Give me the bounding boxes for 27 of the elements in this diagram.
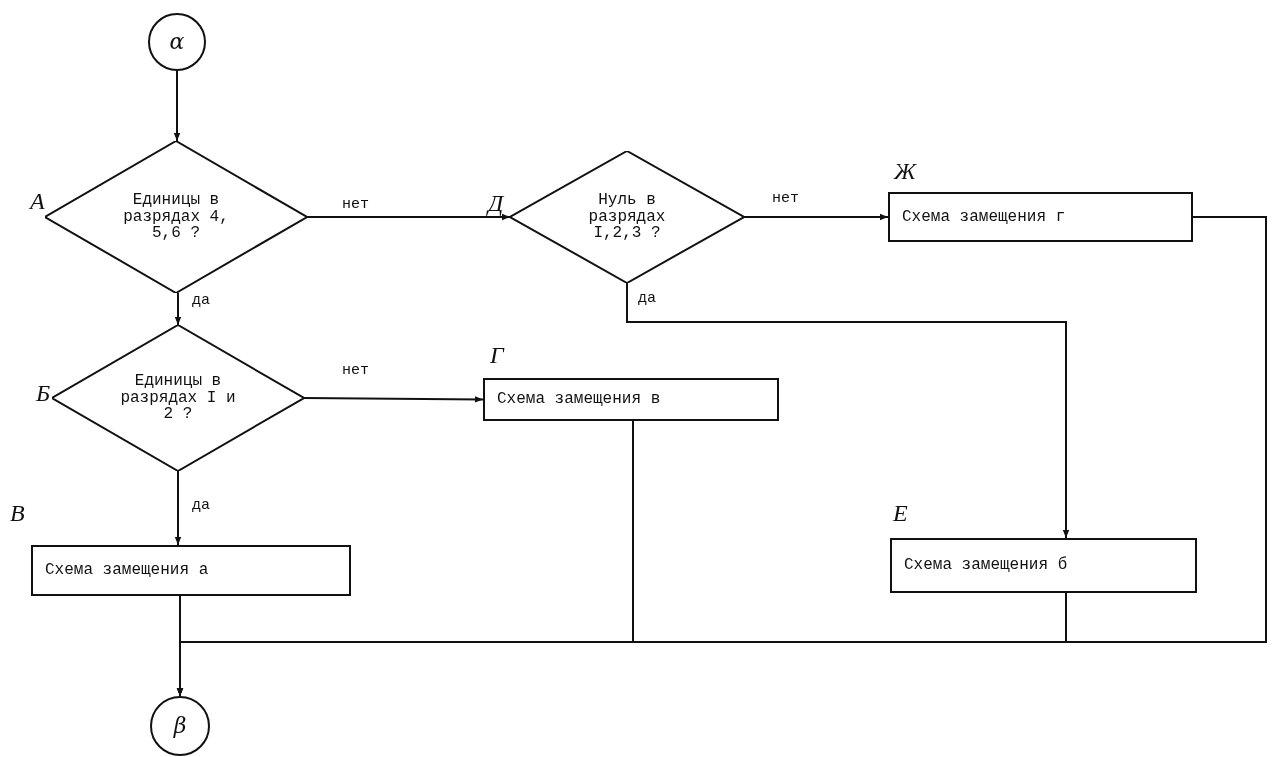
decision-diamond — [45, 141, 307, 293]
process-box: Схема замещения г — [888, 192, 1193, 242]
arrow — [626, 282, 1070, 539]
block-letter: Ж — [894, 158, 916, 185]
arrow — [303, 396, 484, 403]
arrow — [176, 216, 1267, 697]
process-box: Схема замещения б — [890, 538, 1197, 593]
block-letter: Д — [488, 190, 504, 217]
arrow — [306, 213, 511, 221]
decision-diamond — [52, 325, 304, 471]
arrow — [174, 470, 182, 546]
decision-diamond — [510, 151, 744, 283]
arrow — [743, 213, 889, 221]
block-letter: А — [30, 188, 45, 215]
process-box: Схема замещения а — [31, 545, 351, 596]
question-text: Единицы в разрядах 4, 5,6 ? — [122, 191, 230, 243]
block-letter: Е — [893, 500, 908, 527]
question-text: Нуль в разрядах I,2,3 ? — [587, 191, 667, 243]
connector-circle: β — [150, 696, 210, 756]
block-letter: Б — [36, 380, 51, 407]
block-letter: Г — [490, 342, 504, 369]
arrow — [173, 70, 181, 142]
process-box: Схема замещения в — [483, 378, 779, 421]
connector-circle: α — [148, 13, 206, 71]
block-letter: В — [10, 500, 25, 527]
question-text: Единицы в разрядах I и 2 ? — [119, 372, 237, 424]
arrow — [174, 292, 182, 326]
